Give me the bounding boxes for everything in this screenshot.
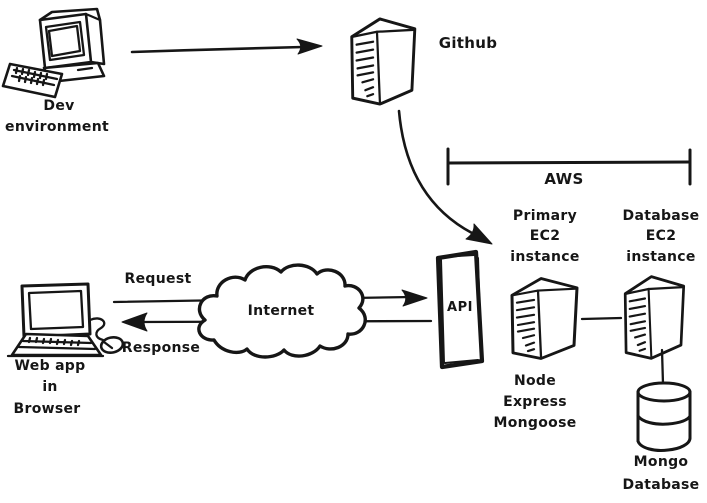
mongo-label-line1: Mongo (633, 454, 689, 470)
internet-cloud-icon (197, 263, 367, 359)
internet-label: Internet (247, 303, 315, 319)
mongo-label-line2: Database (622, 477, 700, 493)
webapp-label-line3: Browser (13, 401, 81, 417)
database-ec2-label-line2: EC2 (645, 228, 677, 244)
webapp-label-line1: Web app (14, 358, 86, 374)
response-label: Response (121, 340, 201, 356)
response-arrowhead (121, 312, 148, 332)
dev-to-github-arrow (130, 38, 323, 55)
api-box-icon (435, 249, 485, 370)
dev-label-line1: Dev (43, 98, 75, 114)
mouse-icon (88, 317, 125, 354)
webapp-laptop-icon (6, 282, 125, 358)
primary-ec2-label-line3: instance (510, 249, 580, 265)
primary-ec2-label-line2: EC2 (529, 228, 561, 244)
node-stack-label-line2: Express (503, 394, 567, 410)
github-to-api-arrow (397, 109, 493, 245)
database-ec2-label-line1: Database (622, 208, 700, 224)
webapp-label-line2: in (42, 379, 58, 395)
api-label: API (447, 300, 473, 315)
ec2-link-line (580, 316, 623, 321)
request-label: Request (124, 271, 192, 287)
github-server-icon (350, 17, 417, 106)
database-ec2-label-line3: instance (626, 249, 696, 265)
database-ec2-server-icon (623, 275, 686, 360)
node-stack-label-line3: Mongoose (493, 415, 577, 431)
dev-label-line2: environment (5, 119, 109, 135)
dev-computer-icon (1, 7, 106, 99)
db-to-mongo-line (660, 348, 665, 386)
aws-label: AWS (544, 170, 584, 188)
request-arrowhead (401, 289, 428, 307)
primary-ec2-label-line1: Primary (512, 208, 578, 224)
github-label: Github (438, 34, 498, 52)
mongo-database-cylinder-icon (636, 381, 692, 452)
primary-ec2-server-icon (510, 277, 579, 360)
node-stack-label-line1: Node (513, 373, 557, 389)
aws-bracket (446, 147, 692, 186)
